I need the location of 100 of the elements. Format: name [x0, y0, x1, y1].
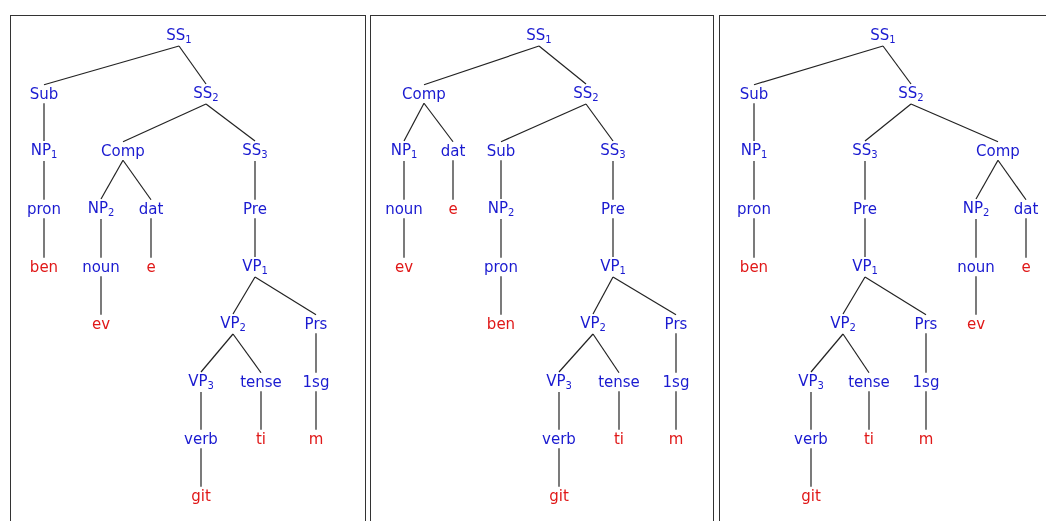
morpheme-label: ben — [29, 258, 59, 276]
category-label: dat — [1013, 200, 1039, 218]
category-label: SS$_{3}$ — [852, 142, 878, 160]
tree-branch — [100, 275, 102, 316]
morpheme-label: e — [1021, 258, 1031, 276]
tree-branch — [452, 159, 454, 201]
category-label: noun — [385, 200, 423, 218]
category-label: VP$_{2}$ — [220, 315, 246, 333]
category-label: Pre — [853, 200, 877, 218]
tree-branch — [592, 333, 620, 374]
morpheme-label: ti — [863, 430, 875, 448]
category-label: Prs — [914, 315, 938, 333]
tree-branch — [500, 103, 587, 143]
category-label: pron — [484, 258, 518, 276]
tree-branch — [232, 276, 256, 315]
morpheme-label: ti — [255, 430, 267, 448]
tree-branch — [864, 217, 866, 258]
tree-branch — [810, 391, 812, 431]
category-label: tense — [848, 373, 890, 391]
tree-branch — [558, 333, 594, 373]
tree-panel — [370, 15, 714, 521]
category-label: SS$_{1}$ — [526, 27, 552, 45]
tree-branch — [315, 390, 317, 431]
tree-branch — [842, 276, 866, 315]
category-label: VP$_{1}$ — [242, 258, 268, 276]
category-label: Comp — [976, 142, 1020, 160]
tree-panel — [10, 15, 366, 521]
morpheme-label: git — [801, 487, 821, 505]
category-label: NP$_{2}$ — [487, 200, 515, 218]
tree-branch — [612, 276, 677, 316]
tree-branch — [558, 447, 560, 488]
tree-branch — [260, 390, 262, 431]
category-label: SS$_{2}$ — [573, 85, 599, 103]
category-label: dat — [138, 200, 164, 218]
tree-branch — [232, 333, 262, 374]
category-label: SS$_{1}$ — [870, 27, 896, 45]
category-label: verb — [184, 430, 218, 448]
tree-branch — [810, 447, 812, 488]
tree-branch — [423, 102, 454, 143]
tree-branch — [150, 217, 152, 259]
tree-branch — [43, 160, 45, 201]
tree-branch — [753, 45, 884, 86]
morpheme-label: m — [668, 430, 684, 448]
tree-branch — [753, 160, 755, 201]
tree-branch — [558, 391, 560, 431]
tree-branch — [592, 276, 614, 315]
category-label: VP$_{1}$ — [600, 258, 626, 276]
category-label: Prs — [304, 315, 328, 333]
tree-branch — [254, 160, 256, 201]
tree-branch — [868, 390, 870, 431]
category-label: Comp — [402, 85, 446, 103]
category-label: pron — [737, 200, 771, 218]
tree-branch — [43, 217, 45, 259]
morpheme-label: ev — [91, 315, 111, 333]
category-label: VP$_{1}$ — [852, 258, 878, 276]
tree-branch — [753, 217, 755, 259]
category-label: verb — [542, 430, 576, 448]
tree-branch — [500, 275, 502, 316]
morpheme-label: git — [549, 487, 569, 505]
morpheme-label: ben — [486, 315, 516, 333]
tree-branch — [254, 276, 317, 316]
category-label: tense — [598, 373, 640, 391]
tree-branch — [975, 218, 977, 259]
tree-branch — [500, 159, 502, 200]
category-label: 1sg — [912, 373, 940, 391]
category-label: NP$_{1}$ — [390, 142, 418, 160]
tree-branch — [864, 276, 927, 316]
tree-branch — [122, 159, 152, 201]
tree-branch — [675, 390, 677, 431]
category-label: pron — [27, 200, 61, 218]
category-label: VP$_{3}$ — [546, 373, 572, 391]
tree-branch — [753, 102, 755, 142]
tree-branch — [612, 217, 614, 258]
morpheme-label: e — [448, 200, 458, 218]
tree-branch — [864, 160, 866, 201]
tree-branch — [810, 333, 844, 373]
tree-branch — [975, 159, 999, 200]
tree-branch — [538, 45, 587, 85]
category-label: SS$_{2}$ — [898, 85, 924, 103]
tree-branch — [842, 333, 870, 374]
tree-branch — [500, 218, 502, 259]
category-label: noun — [82, 258, 120, 276]
category-label: SS$_{1}$ — [166, 27, 192, 45]
tree-branch — [254, 217, 256, 258]
category-label: VP$_{2}$ — [580, 315, 606, 333]
category-label: Pre — [601, 200, 625, 218]
tree-branch — [43, 102, 45, 142]
category-label: Prs — [664, 315, 688, 333]
category-label: NP$_{2}$ — [87, 200, 115, 218]
category-label: VP$_{3}$ — [798, 373, 824, 391]
morpheme-label: m — [308, 430, 324, 448]
tree-branch — [675, 332, 677, 374]
tree-branch — [925, 332, 927, 374]
tree-branch — [315, 332, 317, 374]
category-label: Pre — [243, 200, 267, 218]
tree-branch — [403, 217, 405, 259]
category-label: NP$_{1}$ — [740, 142, 768, 160]
morpheme-label: ev — [966, 315, 986, 333]
category-label: Sub — [29, 85, 59, 103]
category-label: NP$_{1}$ — [30, 142, 58, 160]
